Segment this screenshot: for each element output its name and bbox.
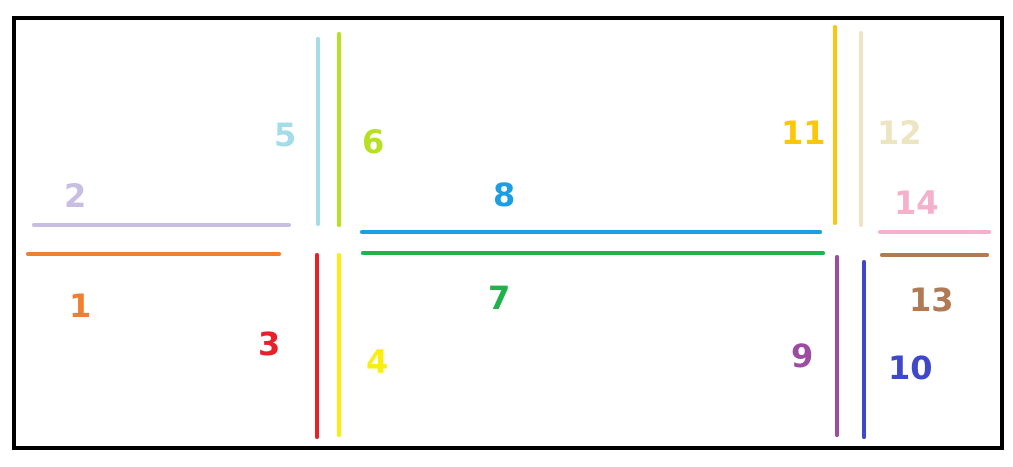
segment-9-label: 9: [791, 337, 813, 375]
segment-4-label: 4: [366, 343, 388, 381]
segment-2-label: 2: [64, 177, 86, 215]
segment-5-label: 5: [274, 116, 296, 154]
segment-14-label: 14: [894, 184, 939, 222]
segment-7-label: 7: [488, 279, 510, 317]
segment-8-label: 8: [493, 176, 515, 214]
segment-11-label: 11: [781, 114, 826, 152]
segment-10-label: 10: [888, 349, 933, 387]
segment-6-label: 6: [362, 123, 384, 161]
segment-13-label: 13: [909, 281, 954, 319]
segment-3-label: 3: [258, 325, 280, 363]
segment-12-label: 12: [877, 114, 922, 152]
segment-1-label: 1: [69, 287, 91, 325]
